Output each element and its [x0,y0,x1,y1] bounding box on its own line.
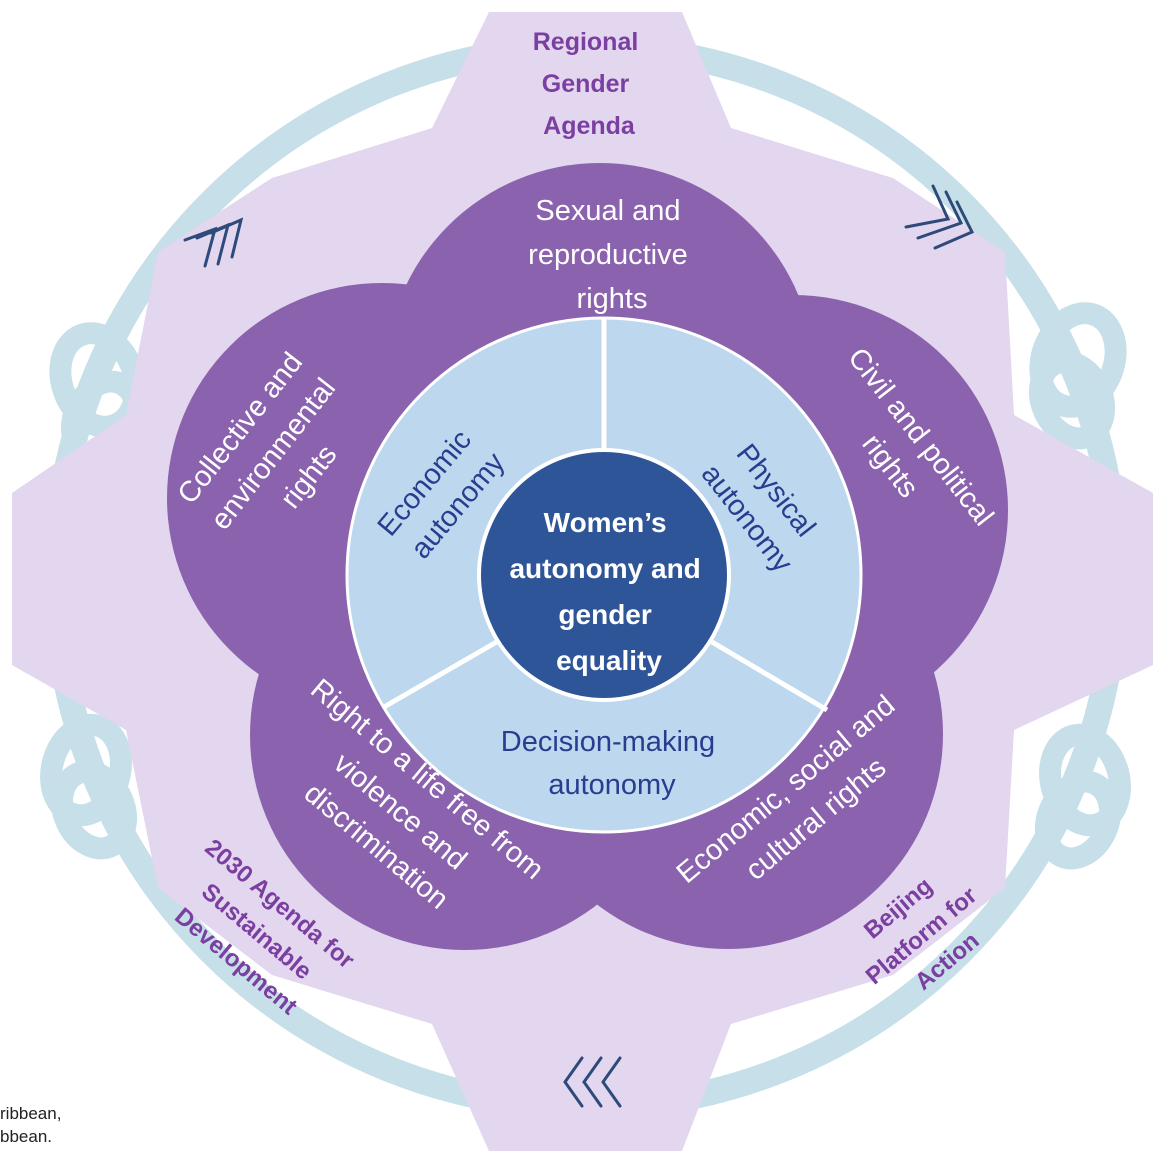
chevron-arrows-upper-right-icon [904,184,975,250]
footer-fragment-1: ribbean, [0,1104,62,1123]
regional-gender-agenda-label: Regional Gender Agenda [533,28,646,140]
autonomy-dividers [382,318,829,713]
center-circle [477,448,731,702]
knot-ornament-right-upper [1028,302,1127,450]
footer-fragment-2: bbean. [0,1127,52,1146]
knot-ornament-left-lower [40,713,138,860]
chevron-arrows-upper-left-icon [183,217,244,268]
sexual-reproductive-rights-label: Sexual and reproductive rights [528,195,696,315]
chevron-arrows-bottom-icon [563,1056,622,1108]
center-title: Women’s autonomy and gender equality [509,507,708,676]
knot-ornament-right-lower [1034,723,1131,870]
decision-making-autonomy-label: Decision-making autonomy [501,726,723,801]
